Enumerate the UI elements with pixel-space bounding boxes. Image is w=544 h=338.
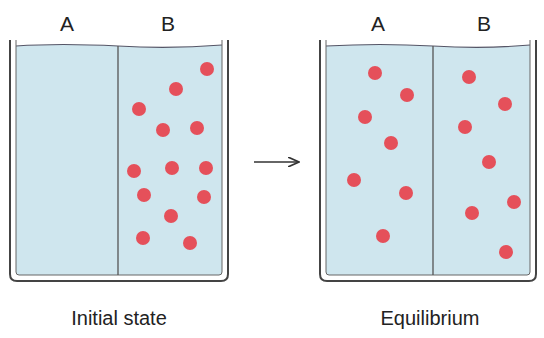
state-caption: Initial state xyxy=(71,307,167,330)
solute-dots xyxy=(347,66,521,259)
process-arrow xyxy=(254,161,298,163)
beaker xyxy=(10,40,228,281)
state-caption: Equilibrium xyxy=(381,307,480,330)
compartment-label: B xyxy=(161,12,175,36)
compartment-label: B xyxy=(477,12,491,36)
compartment-label: A xyxy=(371,12,385,36)
beaker xyxy=(320,40,536,281)
solute-dots xyxy=(127,62,214,250)
compartment-label: A xyxy=(60,12,74,36)
